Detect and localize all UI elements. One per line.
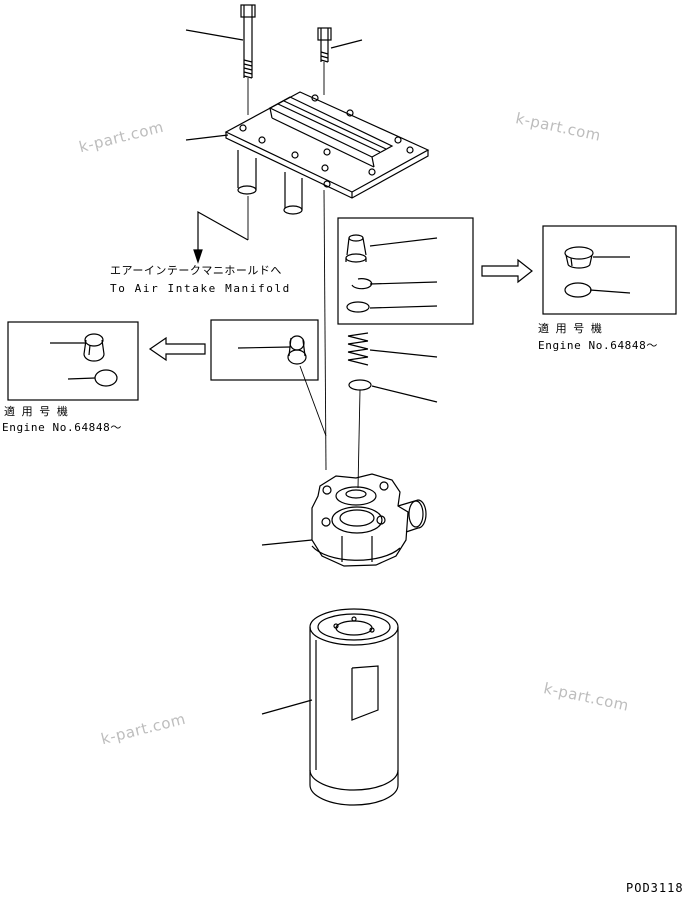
- right-engine-number: Engine No.64848～: [538, 339, 658, 352]
- arrow-left: [148, 336, 206, 362]
- arrow-right: [481, 258, 533, 284]
- leader-valve-disc: [371, 385, 438, 403]
- air-intake-label-jp: エアーインテークマニホールドへ: [110, 264, 282, 277]
- filter-cartridge: [309, 608, 399, 806]
- leader-short-bolt: [330, 39, 363, 49]
- bracket-posts: [237, 150, 303, 240]
- left-alt-box: [7, 321, 139, 401]
- valve-disc: [348, 379, 372, 391]
- leader-bracket: [185, 134, 229, 141]
- spring: [347, 332, 369, 366]
- bracket-plate: [224, 91, 430, 199]
- left-engine-number: Engine No.64848～: [2, 421, 122, 434]
- short-bolt: [317, 27, 332, 95]
- valve-kit-box: [337, 217, 474, 325]
- right-applicable-label: 適 用 号 機: [538, 322, 602, 335]
- leader-spring: [369, 349, 438, 358]
- filter-head: [311, 473, 427, 567]
- plug-box: [210, 319, 327, 437]
- left-applicable-label: 適 用 号 機: [4, 405, 68, 418]
- air-intake-arrow: [193, 210, 249, 264]
- drawing-number: POD3118: [626, 881, 684, 895]
- leader-long-bolt: [185, 29, 244, 41]
- leader-filter-head: [261, 539, 313, 546]
- leader-filter-cartridge: [261, 699, 313, 715]
- long-bolt: [240, 4, 256, 115]
- air-intake-label-en: To Air Intake Manifold: [110, 282, 291, 295]
- right-alt-box: [542, 225, 677, 315]
